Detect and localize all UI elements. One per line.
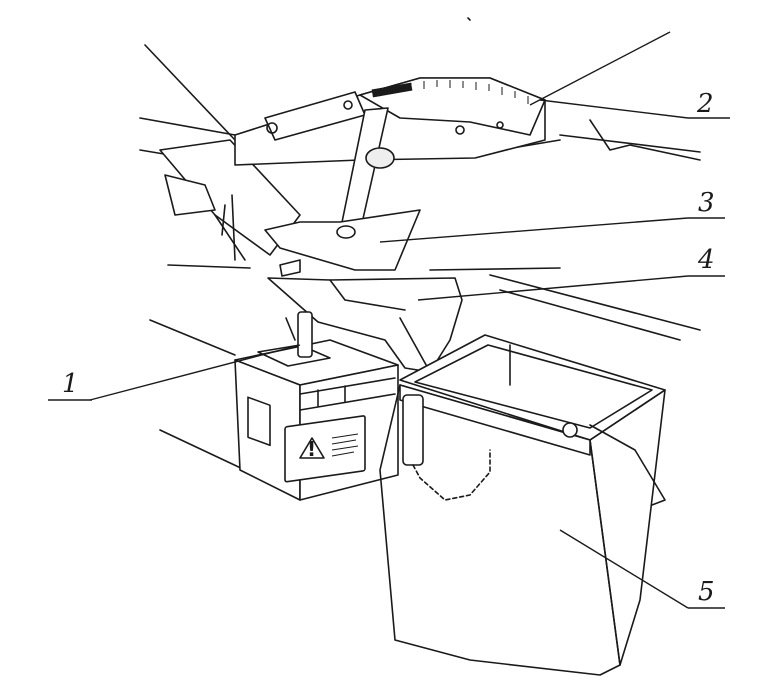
- callout-4: 4: [417, 245, 725, 301]
- callout-label-5: 5: [698, 577, 715, 607]
- calibration-scale: [234, 77, 546, 166]
- collection-bucket: [379, 334, 666, 676]
- callout-1: 1: [48, 344, 301, 401]
- callout-5: 5: [559, 529, 725, 609]
- callout-label-4: 4: [697, 245, 715, 275]
- hopper: [159, 139, 301, 261]
- callout-3: 3: [379, 188, 725, 243]
- callout-2: 2: [529, 31, 730, 119]
- control-unit: !: [234, 311, 399, 501]
- callout-label-3: 3: [698, 188, 715, 218]
- callout-label-1: 1: [62, 369, 79, 399]
- metering-shutter: [264, 107, 421, 277]
- collecting-chute: [267, 277, 463, 373]
- callout-label-2: 2: [696, 89, 714, 119]
- warning-symbol: !: [307, 437, 316, 461]
